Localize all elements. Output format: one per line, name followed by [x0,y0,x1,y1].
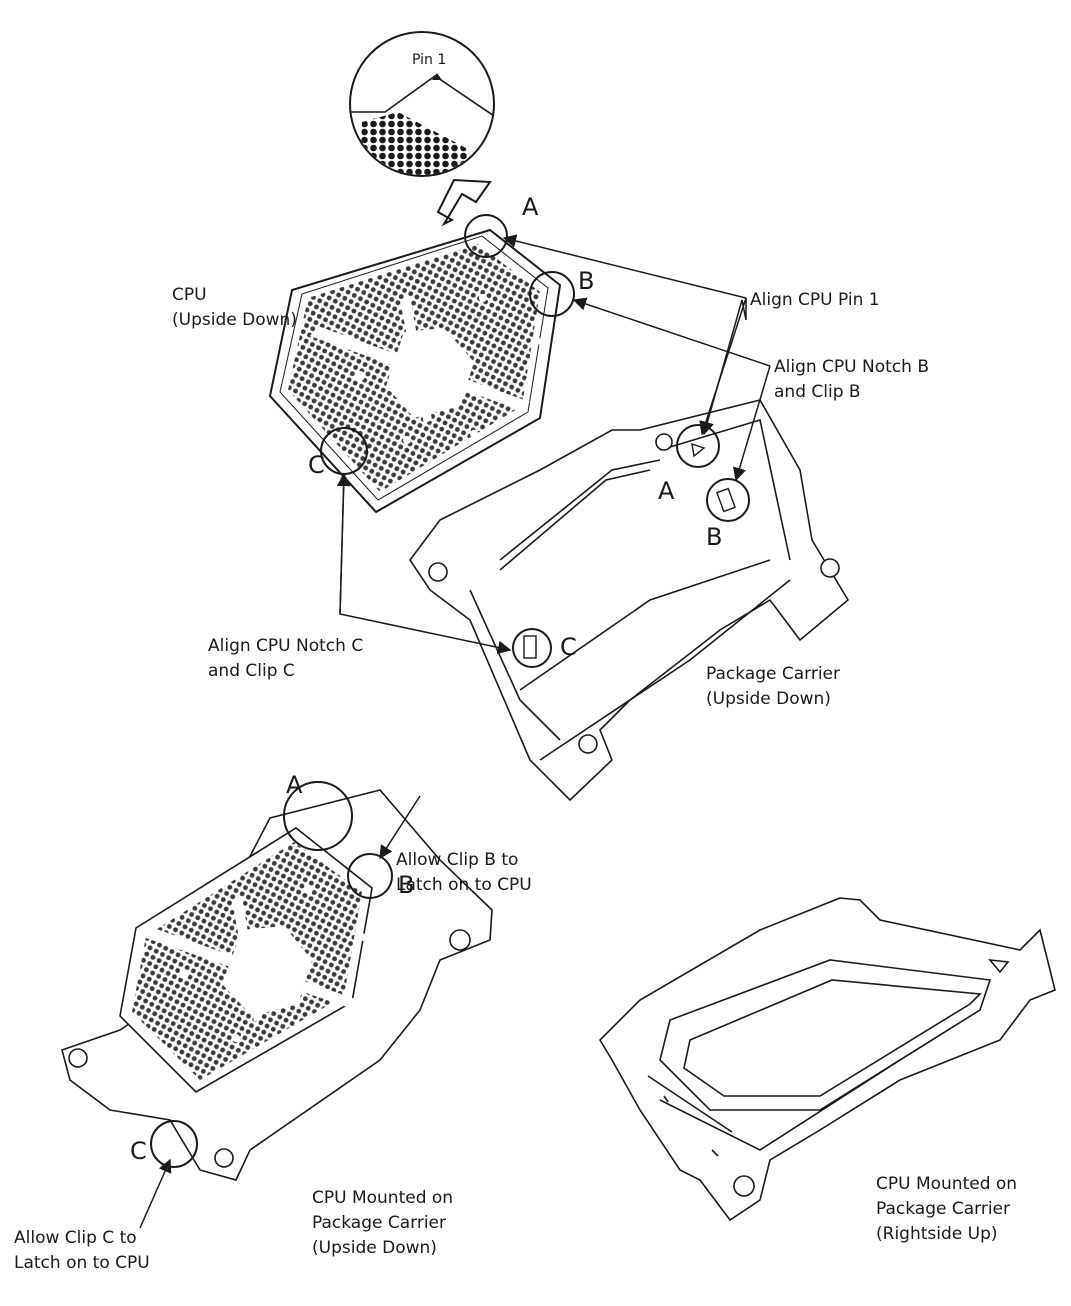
allow-clip-c-label: Allow Clip C to Latch on to CPU [14,1228,150,1273]
carrier-pin1-triangle-icon [691,442,706,458]
callout-a-carrier: A [658,477,675,505]
callout-c-mounted: C [130,1137,147,1165]
allow-clip-b-label: Allow Clip B to Latch on to CPU [396,850,532,895]
package-carrier-upside-down [409,399,850,802]
callout-c-cpu: C [308,451,325,479]
pin1-label: Pin 1 [412,52,447,68]
callout-b-cpu: B [578,267,595,295]
callout-b-mounted: B [398,871,415,899]
pin1-zoom-detail [349,31,495,177]
cpu-mounted-rightside-up [598,897,1056,1222]
callout-a-mounted: A [286,771,303,799]
align-notch-b-label: Align CPU Notch B and Clip B [774,357,929,402]
cpu-mounted-upside-down [61,789,493,1181]
mounted-rightside-up-label: CPU Mounted on Package Carrier (Rightsid… [876,1174,1018,1244]
callout-circle-a-mounted [283,781,353,851]
pin1-triangle-icon [432,73,442,80]
package-carrier-label: Package Carrier (Upside Down) [706,664,841,709]
callout-b-carrier: B [706,523,723,551]
callout-c-carrier: C [560,633,577,661]
callout-a-cpu: A [522,193,539,221]
alignment-leaders [336,234,771,655]
cpu-upside-down [268,228,562,514]
callout-circle-a-carrier [676,424,720,468]
callout-circle-c-mounted [150,1120,198,1168]
align-notch-c-label: Align CPU Notch C and Clip C [208,636,364,681]
mounted-upside-down-label: CPU Mounted on Package Carrier (Upside D… [312,1188,454,1258]
clip-leaders [139,795,421,1229]
callout-circle-c-carrier [512,628,552,668]
callout-circle-b-cpu [529,271,575,317]
callout-circle-b-mounted [347,853,393,899]
align-pin1-label: Align CPU Pin 1 [750,290,880,310]
callout-circle-b-carrier [706,478,750,522]
cpu-label: CPU (Upside Down) [172,285,297,330]
zoom-pointer-arrow [436,178,492,227]
